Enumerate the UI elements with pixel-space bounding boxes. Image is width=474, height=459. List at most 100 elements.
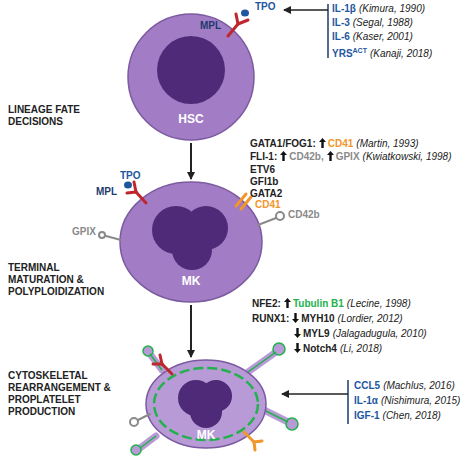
text-row: GATA2 [250,188,285,200]
text-row: MYL9(Jalagadugula, 2010) [294,328,430,341]
hsc-cell: HSC [128,14,254,140]
text-row: TPO [255,1,279,13]
platelet-bead [286,418,298,430]
megakaryocyte-cell: MK [120,182,262,302]
text-row: Notch4(Li, 2018) [294,343,385,356]
label-text: FLI-1: [250,151,277,162]
text-row: MPL [200,20,224,32]
bracket [327,4,329,58]
down-arrow [294,328,301,341]
arrow-symbol [294,343,301,353]
citation-text: (Li, 2018) [340,343,382,354]
text-row: RUNX1:MYH10(Lordier, 2012) [252,313,406,326]
gp-receptor [130,418,138,426]
mpl-receptor [134,182,136,192]
label-text: ETV6 [250,164,275,175]
arrow-symbol [292,313,299,323]
text-row: CD41 [255,199,284,211]
gene-name: IL-3 [332,17,350,28]
mpl-receptor [127,192,136,193]
text-row: YRSACT(Kanaji, 2018) [332,45,435,60]
platelet-bead [131,445,141,455]
marker-name: CD41 [328,138,354,149]
proplatelet-megakaryocyte: MK [118,360,294,448]
arrow-symbol [280,151,287,161]
arrow-symbol [284,298,291,308]
text-row: CD42b [288,209,323,221]
arrow-symbol [294,328,301,338]
marker-name: GPIX [72,226,96,237]
leader-arrow [282,393,348,395]
text-row: NFE2:Tubulin B1(Lecine, 1998) [252,298,414,311]
citation-text: (Machlus, 2016) [383,380,455,391]
text-row: CYTOSKELETAL REARRANGEMENT & PROPLATELET… [8,370,124,418]
citation-text: (Martin, 1993) [356,138,418,149]
text-row: IL-3(Segal, 1988) [332,17,416,29]
citation-text: (Kwiatkowski, 1998) [363,151,452,162]
text-row: LINEAGE FATE DECISIONS [8,104,120,128]
receptor-arm [236,14,238,24]
microtubule [150,354,162,370]
arrow-symbol [280,151,287,161]
bracket [347,380,349,424]
label-text: Notch4 [303,343,337,354]
receptor-name: MPL [96,186,117,197]
arrow-symbol [294,343,301,353]
gene-name: IL-1α [354,395,378,406]
microtubule [140,436,156,448]
text-row: ETV6 [250,164,278,176]
cd42b-receptor [276,212,284,220]
up-arrow [280,151,287,164]
cell-label: MK [120,274,262,288]
cell-nucleus [172,230,212,270]
cd41-receptor [254,442,255,450]
arrow-symbol [292,313,299,323]
arrow-symbol [284,298,291,308]
gpix-receptor [106,236,121,240]
cell-nucleus [157,36,225,104]
process-arrow [190,305,192,357]
arrow-symbol [319,138,326,148]
marker-name: GPIX [336,151,360,162]
up-arrow [284,298,291,311]
proplatelet-extension [248,352,276,372]
receptor-arm [238,20,248,24]
leader-arrow [284,9,328,11]
text-row: GATA1/FOG1: CD41(Martin, 1993) [250,138,422,151]
citation-text: (Nishimura, 2015) [381,395,460,406]
text-row: IL-1β(Kimura, 1990) [332,3,428,15]
text-row: IL-1α(Nishimura, 2015) [354,395,463,407]
cd41-receptor [254,441,262,442]
tpo-ligand [124,182,132,189]
citation-text: (Kanaji, 2018) [370,48,432,59]
text-row: IGF-1(Chen, 2018) [354,410,444,422]
cell-nucleus [190,396,222,428]
tpo-ligand [241,10,249,17]
citation-text: (Segal, 1988) [353,17,413,28]
marker-name: CD41 [255,199,281,210]
down-arrow [294,343,301,356]
label-text: RUNX1: [252,313,289,324]
arrow-symbol [327,151,334,161]
label-text: NFE2: [252,298,281,309]
cell-label: MK [118,428,294,442]
gene-name: IL-6 [332,31,350,42]
down-arrow [292,313,299,326]
citation-text: (Lordier, 2012) [338,313,403,324]
citation-text: (Lecine, 1998) [347,298,411,309]
label-text: CYTOSKELETAL REARRANGEMENT & PROPLATELET… [8,370,111,417]
cd42b-receptor [258,218,276,225]
superscript-text: ACT [353,47,367,54]
microtubule [264,410,288,422]
receptor-name: MPL [200,20,221,31]
label-text: GATA2 [250,188,282,199]
gene-name: TPO [255,1,276,12]
up-arrow [327,151,334,164]
text-row: GPIX [72,226,99,238]
label-text: GATA1/FOG1: [250,138,316,149]
citation-text: (Chen, 2018) [383,410,441,421]
text-row: IL-6(Kaser, 2001) [332,31,416,43]
marker-name: CD42b, [289,151,323,162]
platelet-bead [143,346,153,356]
